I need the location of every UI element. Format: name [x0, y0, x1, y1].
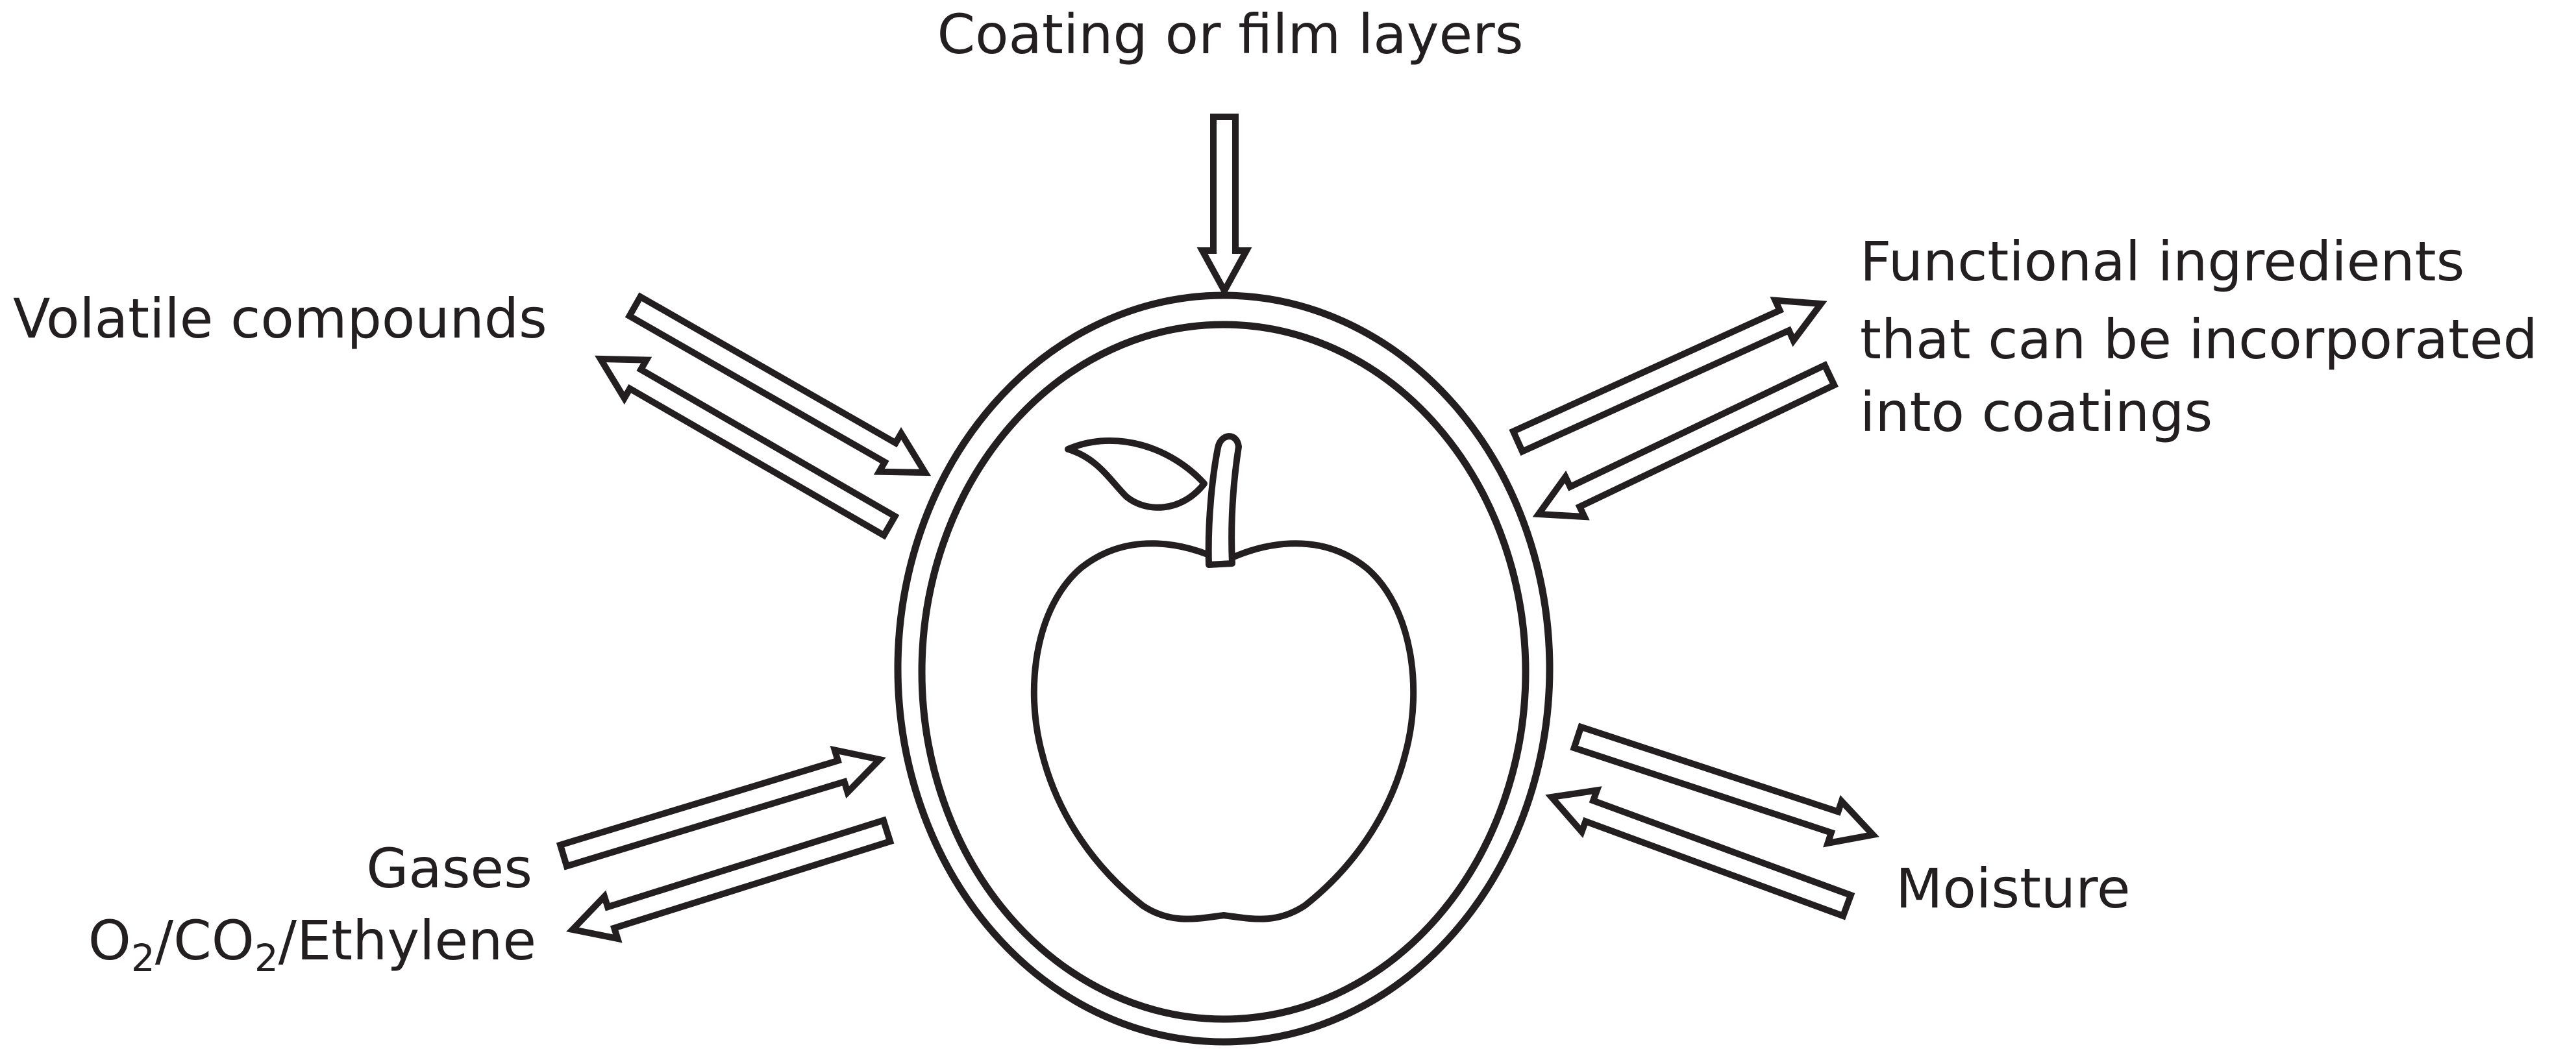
label-gas-formula: O2/CO2/Ethylene — [88, 909, 536, 980]
arrow-functional-out-icon — [1509, 297, 1827, 456]
label-moisture: Moisture — [1896, 857, 2131, 920]
coating-inner-ring — [918, 321, 1530, 1023]
arrow-coating-down-icon — [1196, 114, 1252, 298]
apple-leaf-icon — [1065, 438, 1208, 511]
arrows-group — [556, 114, 1879, 943]
label-functional-line-1: Functional ingredients — [1860, 230, 2464, 293]
arrow-functional-in-icon — [1532, 361, 1839, 521]
apple-icon — [1030, 433, 1417, 922]
arrow-volatile-out-icon — [594, 355, 900, 540]
arrow-volatile-in-icon — [625, 292, 932, 476]
label-functional-line-2: that can be incorporated — [1860, 308, 2538, 371]
label-functional-line-3: into coatings — [1860, 380, 2212, 444]
arrow-moisture-out-icon — [1570, 722, 1879, 848]
label-coating-layers: Coating or film layers — [937, 3, 1524, 66]
label-volatile-compounds: Volatile compounds — [13, 287, 547, 351]
arrow-moisture-in-icon — [1545, 786, 1855, 920]
apple-body-icon — [1030, 540, 1417, 922]
label-gases: Gases — [366, 837, 532, 900]
arrow-gases-out-icon — [566, 816, 895, 943]
apple-stem-icon — [1205, 433, 1242, 568]
arrow-gases-in-icon — [556, 745, 886, 870]
